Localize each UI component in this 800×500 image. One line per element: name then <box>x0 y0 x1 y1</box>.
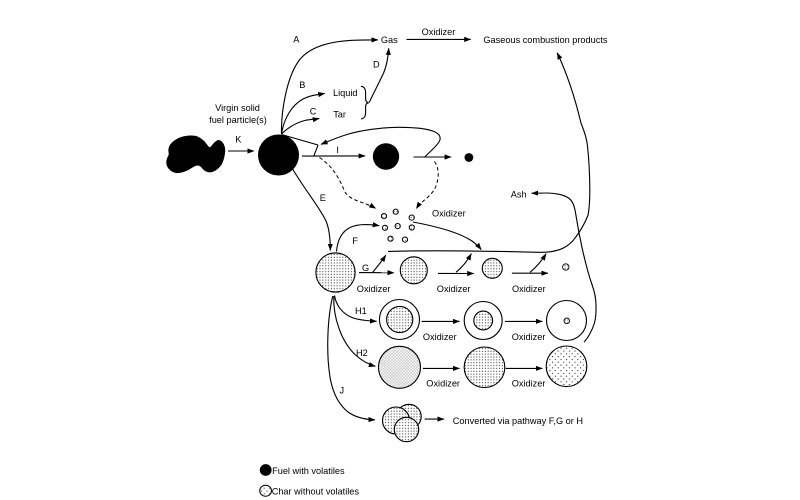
svg-text:Oxidizer: Oxidizer <box>423 332 457 342</box>
svg-text:C: C <box>310 107 317 117</box>
svg-text:Gas: Gas <box>381 35 398 45</box>
svg-text:Oxidizer: Oxidizer <box>512 378 546 388</box>
svg-text:Oxidizer: Oxidizer <box>432 209 466 219</box>
svg-text:Virgin solid: Virgin solid <box>215 103 260 113</box>
svg-text:Oxidizer: Oxidizer <box>512 332 546 342</box>
svg-text:H1: H1 <box>355 306 367 316</box>
svg-text:Char without volatiles: Char without volatiles <box>272 486 360 496</box>
svg-text:G: G <box>362 263 369 273</box>
svg-text:Oxidizer: Oxidizer <box>437 284 471 294</box>
svg-text:H2: H2 <box>356 348 368 358</box>
svg-text:Converted via pathway F,G or H: Converted via pathway F,G or H <box>453 416 583 426</box>
svg-text:Oxidizer: Oxidizer <box>512 284 546 294</box>
svg-text:K: K <box>235 135 242 145</box>
svg-text:Fuel with volatiles: Fuel with volatiles <box>272 466 345 476</box>
svg-text:fuel particle(s): fuel particle(s) <box>209 115 267 125</box>
svg-text:E: E <box>320 193 326 203</box>
svg-text:Tar: Tar <box>333 109 346 119</box>
svg-text:B: B <box>299 80 305 90</box>
svg-text:J: J <box>340 386 345 396</box>
svg-text:A: A <box>293 35 300 45</box>
svg-text:D: D <box>373 60 380 70</box>
svg-text:Oxidizer: Oxidizer <box>426 378 460 388</box>
svg-text:Gaseous combustion products: Gaseous combustion products <box>483 35 608 45</box>
svg-text:Oxidizer: Oxidizer <box>357 284 391 294</box>
svg-text:Oxidizer: Oxidizer <box>422 27 456 37</box>
svg-text:I: I <box>336 145 339 155</box>
svg-text:Liquid: Liquid <box>333 88 358 98</box>
svg-text:F: F <box>352 236 358 246</box>
svg-text:Ash: Ash <box>511 189 527 199</box>
